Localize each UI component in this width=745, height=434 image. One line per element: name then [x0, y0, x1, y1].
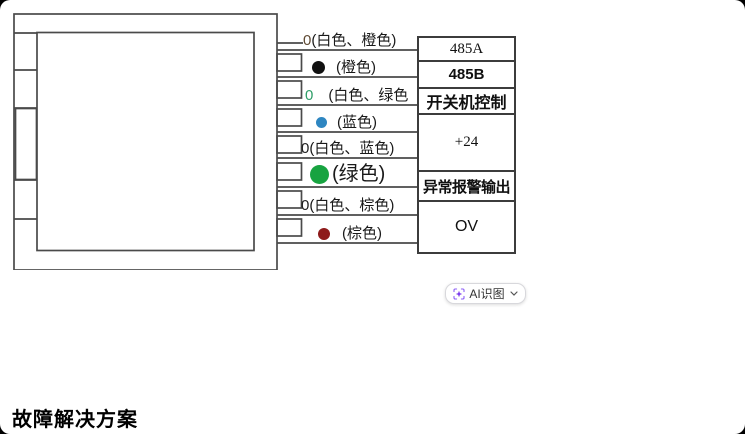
wire-label-white-brown: 0(白色、棕色) — [300, 196, 417, 215]
wire-color-dot-blue — [316, 117, 327, 128]
ai-recognize-image-button[interactable]: AI识图 — [445, 283, 526, 304]
wire-label-white-blue: 0(白色、蓝色) — [300, 139, 417, 158]
wire-ring-marker: 0 — [301, 140, 310, 157]
wire-label-text: (橙色) — [336, 59, 376, 76]
wire-label-text: (白色、绿色 — [328, 87, 409, 104]
terminal-power-control: 开关机控制 — [417, 87, 516, 115]
chevron-down-icon[interactable] — [510, 291, 518, 296]
terminal-alarm-output: 异常报警输出 — [417, 170, 516, 202]
terminal-485b: 485B — [417, 60, 516, 89]
section-heading: 故障解决方案 — [12, 409, 138, 431]
wire-label-text: (蓝色) — [337, 114, 377, 131]
wire-label-orange: (橙色) — [300, 58, 428, 77]
ai-button-label: AI识图 — [469, 286, 505, 301]
wire-ring-marker: 0 — [303, 32, 312, 49]
wiring-diagram — [13, 13, 417, 270]
wire-label-text: (白色、蓝色) — [309, 140, 395, 157]
wire-ring-marker: 0 — [305, 87, 314, 104]
wire-label-white-green: 0 (白色、绿色 — [300, 86, 421, 105]
wire-lines — [277, 49, 417, 244]
wire-ring-marker: 0 — [301, 197, 310, 214]
terminal-0v: OV — [417, 200, 516, 254]
wire-label-text: (绿色) — [332, 163, 386, 185]
wire-label-brown: (棕色) — [300, 224, 434, 243]
wire-label-text: (棕色) — [342, 225, 382, 242]
connector-latch-segments — [14, 32, 38, 220]
ai-scan-sparkle-icon — [453, 287, 465, 300]
wire-label-text: (白色、棕色) — [309, 197, 395, 214]
connector-inner-face — [36, 31, 255, 252]
terminal-plus24: +24 — [417, 113, 516, 172]
wire-color-dot-green — [310, 164, 329, 184]
wire-label-blue: (蓝色) — [300, 113, 432, 132]
terminal-column: 485A 485B 开关机控制 +24 异常报警输出 OV — [417, 36, 516, 254]
connector-pin-tabs — [276, 42, 303, 237]
wire-label-green: (绿色) — [300, 162, 426, 186]
wire-label-text: (白色、橙色) — [311, 32, 397, 49]
wire-label-white-orange: 0(白色、橙色) — [300, 31, 419, 50]
terminal-485a: 485A — [417, 36, 516, 62]
wire-color-dot-brown — [318, 227, 330, 240]
connector-outline — [13, 13, 278, 270]
wire-color-dot-orange — [312, 61, 325, 74]
